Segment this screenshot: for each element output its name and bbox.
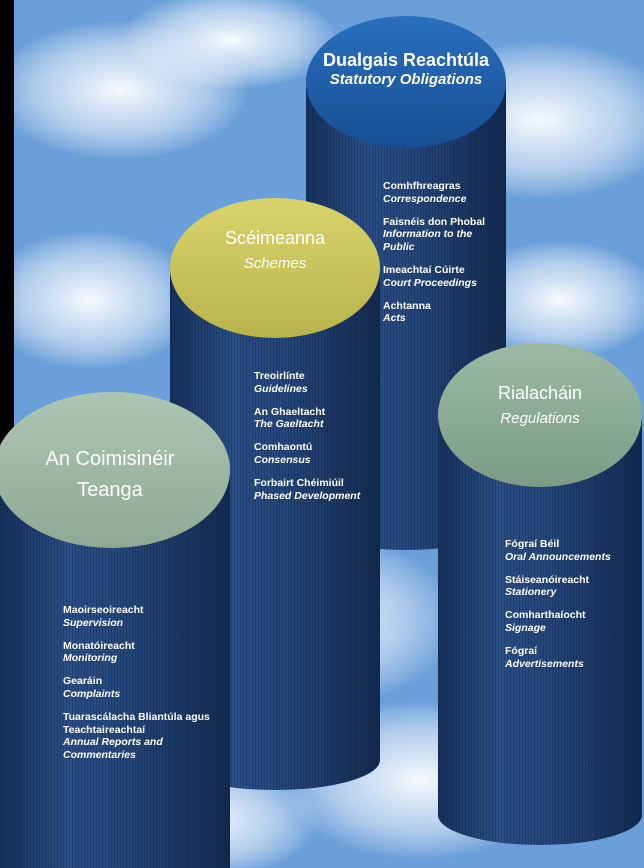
item-en: Complaints <box>63 687 121 700</box>
list-item: Maoirseoireacht Supervision <box>63 604 213 630</box>
rialachain-title-en: Regulations <box>500 409 580 427</box>
cylinder-coimisineir <box>0 392 230 868</box>
list-item: Achtanna Acts <box>383 300 501 326</box>
list-item: Comhaontú Consensus <box>254 441 374 467</box>
item-ga: Faisnéis don Phobal <box>383 215 486 228</box>
list-item: Imeachtaí Cúirte Court Proceedings <box>383 264 501 290</box>
item-en: Information to the Public <box>383 228 473 254</box>
item-ga: Stáiseanóireacht <box>505 573 590 586</box>
coimisineir-item-list: Maoirseoireacht Supervision Monatóireach… <box>63 604 213 772</box>
rialachain-title: Rialacháin Regulations <box>450 383 630 427</box>
dualgais-title-ga: Dualgais Reachtúla <box>322 50 490 70</box>
list-item: Comhfhreagras Correspondence <box>383 180 501 206</box>
item-en: Oral Announcements <box>505 550 611 563</box>
item-ga: Comharthaíocht <box>505 609 586 622</box>
item-en: Advertisements <box>505 657 584 670</box>
item-ga: Forbairt Chéimiúil <box>254 476 344 489</box>
item-ga: Comhfhreagras <box>383 180 461 192</box>
item-en: Monitoring <box>63 652 118 665</box>
dualgais-title: Dualgais Reachtúla Statutory Obligations <box>306 50 506 88</box>
list-item: Monatóireacht Monitoring <box>63 640 213 666</box>
cylinder-top-sceimeanna <box>170 198 380 338</box>
dualgais-item-list: Comhfhreagras Correspondence Faisnéis do… <box>383 180 501 335</box>
item-ga: Comhaontú <box>254 441 313 454</box>
list-item: Treoirlínte Guidelines <box>254 370 374 396</box>
item-ga: Treoirlínte <box>254 370 305 382</box>
list-item: Faisnéis don Phobal Information to the P… <box>383 216 501 254</box>
item-en: The Gaeltacht <box>254 418 324 431</box>
coimisineir-title-line2: Teanga <box>77 479 143 501</box>
item-en: Consensus <box>254 453 311 466</box>
cylinder-top-dualgais <box>306 16 506 148</box>
cylinder-top-rialachain <box>438 343 642 487</box>
coimisineir-title: An Coimisinéir Teanga <box>10 448 210 502</box>
item-ga: Gearáin <box>63 675 103 688</box>
item-ga: Fógraí Béil <box>505 538 560 550</box>
list-item: Stáiseanóireacht Stationery <box>505 574 630 600</box>
item-en: Signage <box>505 621 546 634</box>
dualgais-title-en: Statutory Obligations <box>329 70 483 88</box>
list-item: Fógraí Advertisements <box>505 645 630 671</box>
sceimeanna-title-ga: Scéimeanna <box>224 228 326 248</box>
item-ga: Tuarascálacha Bliantúla agus Teachtairea… <box>63 710 210 736</box>
item-ga: Maoirseoireacht <box>63 604 144 616</box>
list-item: Comharthaíocht Signage <box>505 609 630 635</box>
item-ga: Monatóireacht <box>63 639 135 652</box>
item-en: Annual Reports and Commentaries <box>63 736 163 762</box>
item-en: Stationery <box>505 586 557 599</box>
sceimeanna-title-en: Schemes <box>243 254 307 272</box>
sceimeanna-item-list: Treoirlínte Guidelines An Ghaeltacht The… <box>254 370 374 512</box>
item-ga: An Ghaeltacht <box>254 405 326 418</box>
item-en: Supervision <box>63 616 124 629</box>
list-item: Fógraí Béil Oral Announcements <box>505 538 630 564</box>
list-item: Tuarascálacha Bliantúla agus Teachtairea… <box>63 711 213 762</box>
rialachain-title-ga: Rialacháin <box>497 383 583 403</box>
item-en: Correspondence <box>383 192 467 205</box>
item-en: Guidelines <box>254 382 308 395</box>
item-ga: Imeachtaí Cúirte <box>383 263 465 276</box>
list-item: Gearáin Complaints <box>63 675 213 701</box>
list-item: Forbairt Chéimiúil Phased Development <box>254 477 374 503</box>
cylinder-top-coimisineir <box>0 392 230 548</box>
item-en: Phased Development <box>254 489 361 502</box>
rialachain-item-list: Fógraí Béil Oral Announcements Stáiseanó… <box>505 538 630 680</box>
item-ga: Fógraí <box>505 644 538 657</box>
sceimeanna-title: Scéimeanna Schemes <box>190 228 360 272</box>
coimisineir-title-line1: An Coimisinéir <box>45 448 175 470</box>
cylinder-rialachain <box>438 343 642 845</box>
list-item: An Ghaeltacht The Gaeltacht <box>254 406 374 432</box>
item-ga: Achtanna <box>383 299 431 312</box>
item-en: Acts <box>383 312 406 325</box>
item-en: Court Proceedings <box>383 276 477 289</box>
